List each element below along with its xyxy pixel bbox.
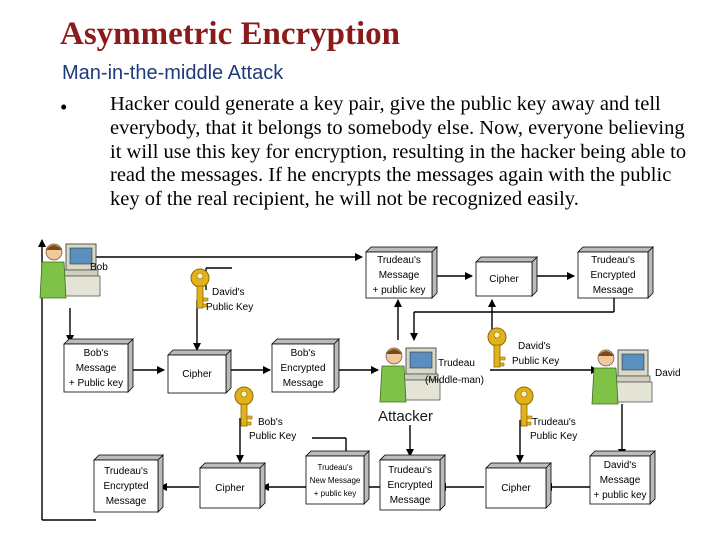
box-bob-encrypted-line-1: Bob's bbox=[291, 348, 316, 359]
box-trudeau-message-top-line-3: + public key bbox=[372, 285, 425, 296]
box-bob-message-line-2: Message bbox=[76, 363, 117, 374]
box-david-message-line-2: Message bbox=[600, 475, 641, 486]
box-trudeau-encrypted-bottom-mid-line-3: Message bbox=[390, 495, 431, 506]
box-cipher-left-line-1: Cipher bbox=[182, 369, 212, 380]
box-trudeau-encrypted-top-line-1: Trudeau's bbox=[591, 255, 635, 266]
davids-public-key-right-icon bbox=[487, 327, 507, 368]
attacker-label: Attacker bbox=[378, 408, 433, 425]
trudeaus-public-key-label-2: Public Key bbox=[530, 431, 577, 442]
box-trudeau-encrypted-bottom-left-line-1: Trudeau's bbox=[104, 466, 148, 477]
box-cipher-bottom-right-line-1: Cipher bbox=[501, 483, 531, 494]
box-trudeau-encrypted-bottom-left-line-2: Encrypted bbox=[103, 481, 148, 492]
david-person-icon bbox=[591, 349, 653, 405]
box-bob-encrypted-line-3: Message bbox=[283, 378, 324, 389]
box-bob-message-line-3: + Public key bbox=[69, 378, 123, 389]
box-trudeau-encrypted-bottom-mid-line-1: Trudeau's bbox=[388, 465, 432, 476]
box-bob-message-line-1: Bob's bbox=[84, 348, 109, 359]
davids-public-key-right-label-2: Public Key bbox=[512, 356, 559, 367]
box-cipher-bottom-right: Cipher bbox=[485, 462, 552, 509]
box-cipher-bottom-left: Cipher bbox=[199, 462, 266, 509]
trudeaus-public-key-icon bbox=[514, 386, 534, 427]
bobs-public-key-icon bbox=[234, 386, 254, 427]
trudeau-label: Trudeau bbox=[438, 358, 475, 369]
box-cipher-top-line-1: Cipher bbox=[489, 274, 519, 285]
trudeaus-public-key-label-1: Trudeau's bbox=[532, 417, 576, 428]
bobs-public-key-label-2: Public Key bbox=[249, 431, 296, 442]
box-trudeau-new-message-line-2: New Message bbox=[310, 476, 361, 485]
box-cipher-bottom-left-line-1: Cipher bbox=[215, 483, 245, 494]
bob-label: Bob bbox=[90, 262, 108, 273]
box-trudeau-message-top-line-1: Trudeau's bbox=[377, 255, 421, 266]
david-label: David bbox=[655, 368, 681, 379]
slide-subtitle: Man-in-the-middle Attack bbox=[62, 62, 284, 84]
bullet-marker: • bbox=[60, 95, 68, 119]
box-cipher-left: Cipher bbox=[167, 349, 232, 394]
box-david-message-line-3: + public key bbox=[593, 490, 646, 501]
slide-title: Asymmetric Encryption bbox=[60, 16, 401, 52]
box-trudeau-encrypted-top-line-2: Encrypted bbox=[590, 270, 635, 281]
box-trudeau-message-top-line-2: Message bbox=[379, 270, 420, 281]
box-trudeau-encrypted-top-line-3: Message bbox=[593, 285, 634, 296]
box-trudeau-new-message-line-3: + public key bbox=[314, 489, 356, 498]
davids-public-key-right-label-1: David's bbox=[518, 341, 550, 352]
box-bob-encrypted-line-2: Encrypted bbox=[280, 363, 325, 374]
bobs-public-key-label-1: Bob's bbox=[258, 417, 283, 428]
davids-public-key-label-2: Public Key bbox=[206, 302, 253, 313]
box-trudeau-new-message-line-1: Trudeau's bbox=[317, 463, 352, 472]
box-cipher-top: Cipher bbox=[475, 256, 538, 297]
middle-man-label: (Middle-man) bbox=[425, 375, 484, 386]
slide-body-text: Hacker could generate a key pair, give t… bbox=[110, 93, 687, 211]
box-david-message-line-1: David's bbox=[604, 460, 636, 471]
box-trudeau-encrypted-bottom-mid-line-2: Encrypted bbox=[387, 480, 432, 491]
davids-public-key-label-1: David's bbox=[212, 287, 244, 298]
box-trudeau-encrypted-bottom-left-line-3: Message bbox=[106, 496, 147, 507]
